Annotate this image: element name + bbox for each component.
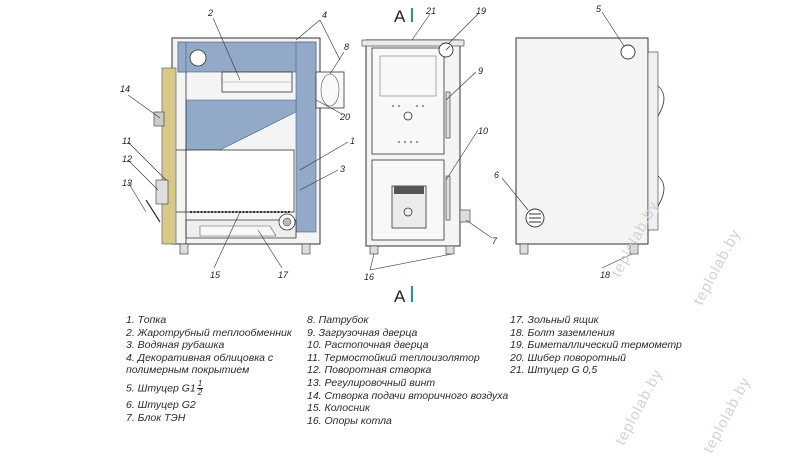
callout-16: 16 [364, 272, 374, 282]
legend-item-13: 13. Регулировочный винт [307, 376, 436, 389]
callout-21: 21 [425, 6, 436, 16]
legend-item-21: 21. Штуцер G 0,5 [510, 364, 598, 377]
legend-item-2: 2. Жаротрубный теплообменник [126, 326, 292, 339]
callout-1: 1 [350, 136, 355, 146]
legend-item-3: 3. Водяная рубашка [126, 339, 225, 352]
furnace [185, 149, 295, 213]
legend-column-3: 17. Зольный ящик 18. Болт заземления 19.… [510, 314, 682, 377]
callout-5: 5 [596, 4, 602, 14]
legend-column-1: 1. Топка 2. Жаротрубный теплообменник 3.… [126, 314, 292, 424]
side-view [515, 37, 665, 255]
legend-item-17: 17. Зольный ящик [510, 314, 599, 326]
callout-3: 3 [340, 164, 345, 174]
legend-column-2: 8. Патрубок 9. Загрузочная дверца 10. Ра… [307, 314, 508, 427]
legend-item-4: 4. Декоративная облицовка с [126, 351, 274, 364]
legend-item-15: 15. Колосник [307, 402, 370, 415]
section-label-bottom: A [394, 287, 406, 306]
section-label-top: A [394, 7, 406, 26]
leader-lines [127, 11, 633, 271]
front-panel [161, 67, 177, 245]
water-jacket-right [295, 41, 317, 233]
callout-12: 12 [122, 154, 132, 164]
callout-4: 4 [322, 10, 327, 20]
loading-door [371, 47, 445, 155]
water-jacket-left [177, 41, 187, 73]
legend-item-14: 14. Створка подачи вторичного воздуха [307, 389, 509, 402]
legend-item-6: 6. Штуцер G2 [126, 398, 196, 411]
callout-8: 8 [344, 42, 349, 52]
callout-17: 17 [278, 270, 289, 280]
legend-item-1: 1. Топка [126, 314, 167, 326]
flue-pipe [315, 71, 345, 109]
callout-2: 2 [207, 8, 213, 18]
legend-item-4-cont: полимерным покрытием [126, 364, 250, 377]
callout-6: 6 [494, 170, 499, 180]
fitting-g1 [189, 49, 207, 67]
legend-item-11: 11. Термостойкий теплоизолятор [307, 351, 480, 364]
front-view [361, 8, 471, 302]
legend-item-9: 9. Загрузочная дверца [307, 326, 418, 339]
callout-19: 19 [476, 6, 486, 16]
callout-7: 7 [492, 236, 498, 246]
callout-9: 9 [478, 66, 483, 76]
door-handle [445, 91, 451, 139]
fitting-g1-side [620, 44, 636, 60]
grounding-bolt [629, 243, 639, 255]
section-view [145, 37, 345, 255]
callout-20: 20 [339, 112, 350, 122]
legend-item-12: 12. Поворотная створка [307, 364, 432, 377]
legend-item-7: 7. Блок ТЭН [126, 411, 186, 424]
callout-15: 15 [210, 270, 221, 280]
legend-item-20: 20. Шибер поворотный [510, 351, 626, 364]
legend-item-16: 16. Опоры котла [307, 414, 392, 427]
rotary-shutter [155, 179, 169, 205]
callout-10: 10 [478, 126, 488, 136]
legend-item-18: 18. Болт заземления [510, 326, 615, 339]
legend-item-8: 8. Патрубок [307, 314, 369, 326]
adjusting-screw [145, 199, 161, 223]
legend-item-10: 10. Растопочная дверца [307, 339, 429, 352]
legend-item-19: 19. Биметаллический термометр [510, 339, 682, 352]
callout-18: 18 [600, 270, 610, 280]
callout-11: 11 [122, 136, 131, 146]
secondary-air-flap [153, 111, 165, 127]
callout-13: 13 [122, 178, 132, 188]
callout-14: 14 [120, 84, 130, 94]
